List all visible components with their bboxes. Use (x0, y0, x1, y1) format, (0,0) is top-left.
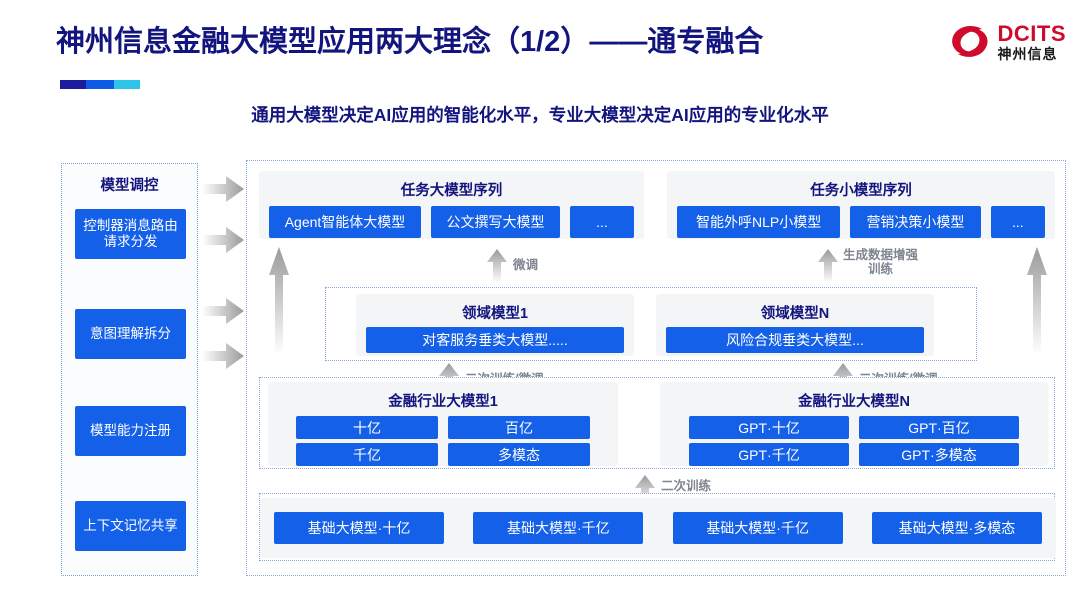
industry-panel-1-title: 金融行业大模型1 (388, 394, 498, 410)
flow-arrow-up-retrain-base (635, 475, 655, 505)
task-panel-small-models: 任务小模型序列 智能外呼NLP小模型 营销决策小模型 ... (667, 171, 1055, 239)
industry-box-gpt-100b[interactable]: GPT·千亿 (689, 443, 849, 466)
industry-panel-n-title: 金融行业大模型N (798, 394, 910, 410)
accent-segment-2 (86, 80, 114, 89)
flow-arrow-up-outer-right (1027, 247, 1047, 355)
base-model-group: 基础大模型·十亿 基础大模型·千亿 基础大模型·千亿 基础大模型·多模态 (259, 493, 1056, 561)
base-box-multimodal[interactable]: 基础大模型·多模态 (871, 512, 1042, 544)
base-box-1b[interactable]: 基础大模型·十亿 (274, 512, 444, 544)
task-box-more-large[interactable]: ... (570, 206, 634, 238)
industry-box-10b[interactable]: 百亿 (448, 416, 590, 439)
arrow-label-data-aug-line1: 生成数据增强 (843, 248, 919, 262)
domain-box-customer-service[interactable]: 对客服务垂类大模型..... (366, 327, 624, 353)
domain-box-risk-compliance[interactable]: 风险合规垂类大模型... (666, 327, 924, 353)
industry-panel-n: 金融行业大模型N GPT·十亿 GPT·百亿 GPT·千亿 GPT·多模态 (660, 382, 1048, 466)
page-title: 神州信息金融大模型应用两大理念（1/2）——通专融合 (56, 26, 764, 58)
flow-arrow-right-3 (202, 298, 244, 324)
dcits-swirl-icon (951, 25, 988, 57)
model-control-column: 模型调控 控制器消息路由请求分发 意图理解拆分 模型能力注册 上下文记忆共享 (61, 163, 198, 576)
task-panel-small-title: 任务小模型序列 (810, 183, 912, 199)
industry-box-100b[interactable]: 千亿 (296, 443, 438, 466)
task-box-marketing[interactable]: 营销决策小模型 (850, 206, 981, 238)
domain-model-group: 领域模型1 对客服务垂类大模型..... 领域模型N 风险合规垂类大模型... (325, 287, 977, 361)
control-column-title: 模型调控 (100, 178, 159, 194)
accent-segment-1 (60, 80, 86, 89)
control-item-registry[interactable]: 模型能力注册 (75, 406, 186, 456)
arrow-label-retrain: 二次训练 (661, 479, 712, 493)
architecture-diagram: 任务大模型序列 Agent智能体大模型 公文撰写大模型 ... 任务小模型序列 … (246, 160, 1066, 576)
task-box-agent[interactable]: Agent智能体大模型 (269, 206, 421, 238)
industry-panel-1: 金融行业大模型1 十亿 百亿 千亿 多模态 (268, 382, 618, 466)
task-panel-large-models: 任务大模型序列 Agent智能体大模型 公文撰写大模型 ... (259, 171, 644, 239)
industry-box-gpt-multimodal[interactable]: GPT·多模态 (859, 443, 1019, 466)
flow-arrow-right-4 (202, 343, 244, 369)
title-accent-bar (60, 80, 140, 89)
flow-arrow-right-2 (202, 227, 244, 253)
base-box-100b-2[interactable]: 基础大模型·千亿 (672, 512, 843, 544)
logo-text-cn: 神州信息 (997, 46, 1058, 62)
control-item-context[interactable]: 上下文记忆共享 (75, 501, 186, 551)
arrow-label-fine-tune: 微调 (513, 258, 539, 272)
flow-arrow-up-fine-tune (487, 249, 507, 283)
industry-model-group: 金融行业大模型1 十亿 百亿 千亿 多模态 金融行业大模型N GPT·十亿 GP… (259, 377, 1055, 469)
industry-box-1b[interactable]: 十亿 (296, 416, 438, 439)
industry-box-gpt-10b[interactable]: GPT·百亿 (859, 416, 1019, 439)
accent-segment-3 (114, 80, 140, 89)
arrow-label-data-aug-line2: 训练 (868, 262, 894, 277)
logo-wordmark: DCITS 神州信息 (997, 21, 1067, 62)
arrow-label-data-aug: 生成数据增强 训练 (843, 248, 918, 277)
domain-panel-1-title: 领域模型1 (461, 306, 529, 322)
domain-panel-1: 领域模型1 对客服务垂类大模型..... (356, 294, 634, 356)
industry-box-multimodal[interactable]: 多模态 (448, 443, 590, 466)
logo-text-en: DCITS (997, 21, 1066, 46)
flow-arrow-up-outer-left (269, 247, 289, 355)
industry-box-gpt-1b[interactable]: GPT·十亿 (689, 416, 849, 439)
task-panel-large-title: 任务大模型序列 (400, 183, 503, 199)
control-item-intent[interactable]: 意图理解拆分 (75, 309, 186, 359)
page-subtitle: 通用大模型决定AI应用的智能化水平，专业大模型决定AI应用的专业化水平 (251, 105, 829, 125)
flow-arrow-right-1 (202, 176, 244, 202)
base-box-100b[interactable]: 基础大模型·千亿 (473, 512, 644, 544)
task-box-more-small[interactable]: ... (990, 206, 1045, 238)
domain-panel-n-title: 领域模型N (760, 306, 830, 322)
flow-arrow-up-data-aug (818, 249, 838, 283)
brand-logo: DCITS 神州信息 (948, 22, 1067, 62)
domain-panel-n: 领域模型N 风险合规垂类大模型... (656, 294, 934, 356)
control-item-router[interactable]: 控制器消息路由请求分发 (75, 209, 186, 259)
task-box-nlp-outbound[interactable]: 智能外呼NLP小模型 (677, 206, 841, 238)
base-model-panel: 基础大模型·十亿 基础大模型·千亿 基础大模型·千亿 基础大模型·多模态 (260, 498, 1056, 558)
task-box-doc-writing[interactable]: 公文撰写大模型 (431, 206, 560, 238)
